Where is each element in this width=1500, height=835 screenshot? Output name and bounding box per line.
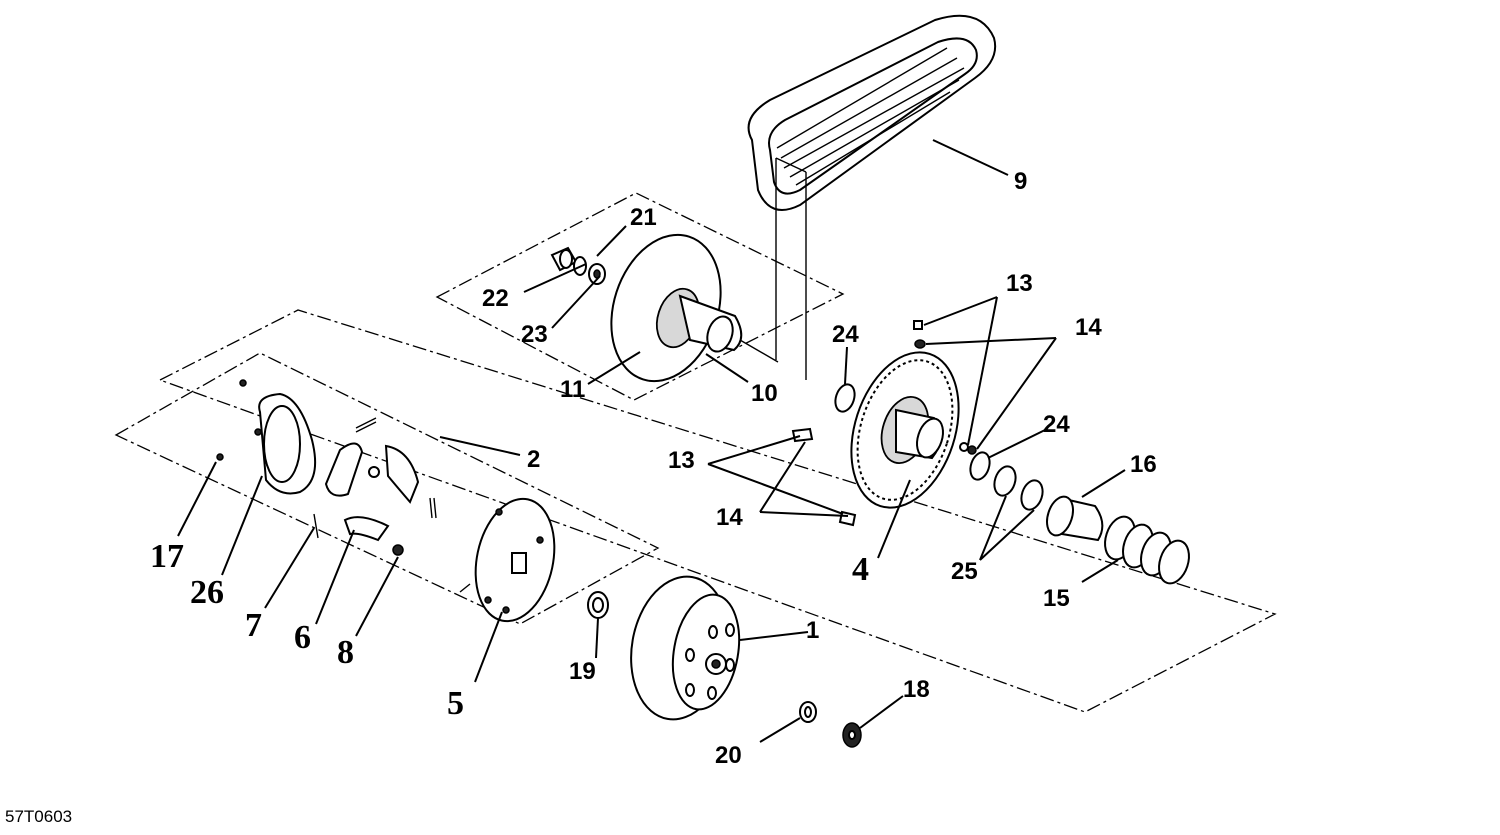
callout-11: 11 (560, 376, 585, 403)
washer-20 (799, 701, 817, 723)
needle-bearing (550, 246, 578, 272)
callout-18: 18 (903, 676, 930, 703)
callout-9: 9 (1014, 168, 1027, 195)
callout-labels: 9 21 22 23 11 10 13 14 24 24 16 2 13 14 … (5, 168, 1157, 826)
ball-bearing (588, 263, 606, 285)
callout-2: 2 (527, 446, 540, 473)
callout-13-lower: 13 (668, 447, 695, 474)
callout-22: 22 (482, 285, 509, 312)
o-ring-24-lower (969, 451, 991, 481)
callout-16: 16 (1130, 451, 1157, 478)
callout-15: 15 (1043, 585, 1070, 612)
nut-18 (842, 722, 862, 748)
group-outlines (114, 192, 1277, 713)
callout-14-lower: 14 (716, 504, 743, 531)
clutch-carrier-plate (459, 497, 556, 623)
callout-10: 10 (751, 380, 778, 407)
o-ring-24-upper (834, 383, 856, 413)
callout-24-lower: 24 (1043, 411, 1070, 438)
callout-19: 19 (569, 658, 596, 685)
callout-1: 1 (806, 617, 819, 644)
callout-4: 4 (852, 551, 869, 588)
drive-belt (747, 14, 997, 380)
callout-6: 6 (294, 619, 311, 656)
callout-13-upper: 13 (1006, 270, 1033, 297)
drawing-code: 57T0603 (5, 807, 72, 826)
callout-8: 8 (337, 634, 354, 671)
fixed-driven-face (610, 233, 779, 383)
callout-25: 25 (951, 558, 978, 585)
washer-19 (587, 591, 609, 619)
compression-spring (1104, 515, 1190, 585)
clutch-springs (313, 417, 437, 539)
movable-driven-face (850, 351, 960, 509)
clutch-side-plate (216, 379, 316, 495)
callout-20: 20 (715, 742, 742, 769)
callout-26: 26 (190, 574, 224, 611)
o-rings-25 (993, 465, 1044, 511)
clutch-shoes (324, 442, 420, 542)
callout-21: 21 (630, 204, 657, 231)
callout-7: 7 (245, 607, 262, 644)
callout-14-upper: 14 (1075, 314, 1102, 341)
seal-collar (1046, 495, 1104, 542)
shoe-nut-8 (392, 544, 404, 556)
leader-lines (177, 139, 1126, 743)
callout-17: 17 (150, 538, 184, 575)
callout-23: 23 (521, 321, 548, 348)
clutch-bell (630, 575, 741, 721)
callout-5: 5 (447, 685, 464, 722)
callout-24-upper: 24 (832, 321, 859, 348)
